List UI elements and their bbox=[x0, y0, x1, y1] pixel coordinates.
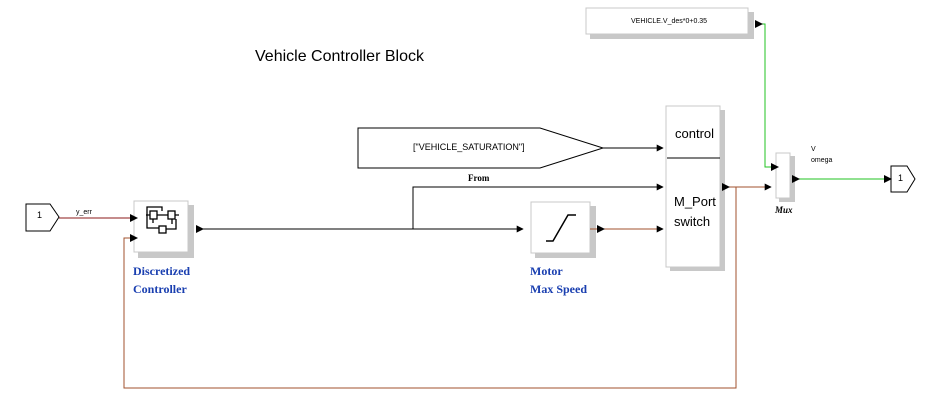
arrow-heads bbox=[130, 20, 892, 242]
inport-label: 1 bbox=[37, 210, 43, 220]
saturation-label-line1: Motor bbox=[530, 264, 563, 278]
switch-mport-label: M_Port bbox=[674, 194, 716, 209]
saturation-label: Motor Max Speed bbox=[530, 262, 587, 298]
inport-1[interactable] bbox=[25, 203, 60, 232]
saturation-icon bbox=[546, 214, 576, 242]
outport-1[interactable] bbox=[890, 165, 916, 193]
from-label: From bbox=[468, 173, 490, 183]
mux-input-omega-label: omega bbox=[811, 157, 833, 164]
controller-label-line1: Discretized bbox=[133, 264, 191, 278]
constant-block[interactable] bbox=[585, 7, 754, 39]
diagram-title: Vehicle Controller Block bbox=[255, 48, 424, 65]
controller-label-line2: Controller bbox=[133, 282, 187, 296]
saturation-label-line2: Max Speed bbox=[530, 282, 587, 296]
signal-y-err-label: y_err bbox=[76, 209, 92, 216]
multiport-switch-block[interactable] bbox=[665, 105, 725, 271]
goto-tag-label: ["VEHICLE_SATURATION"] bbox=[413, 142, 525, 152]
mux-input-v-label: V bbox=[811, 146, 816, 153]
constant-block-label: VEHICLE.V_des*0+0.35 bbox=[631, 18, 708, 25]
controller-label: Discretized Controller bbox=[133, 262, 190, 298]
line-constant bbox=[755, 23, 771, 168]
switch-control-label: control bbox=[675, 126, 715, 141]
subsystem-icon bbox=[146, 206, 179, 234]
switch-switch-label: switch bbox=[674, 214, 711, 229]
signal-lines bbox=[59, 23, 884, 389]
line-feedback bbox=[123, 187, 737, 389]
line-to-switch-port bbox=[412, 183, 664, 229]
mux-label: Mux bbox=[775, 205, 793, 215]
outport-label: 1 bbox=[898, 173, 904, 183]
mux-block[interactable] bbox=[775, 152, 795, 202]
motor-saturation-block[interactable] bbox=[530, 201, 596, 258]
goto-tag-block[interactable] bbox=[357, 127, 605, 169]
discretized-controller-block[interactable] bbox=[133, 200, 194, 258]
